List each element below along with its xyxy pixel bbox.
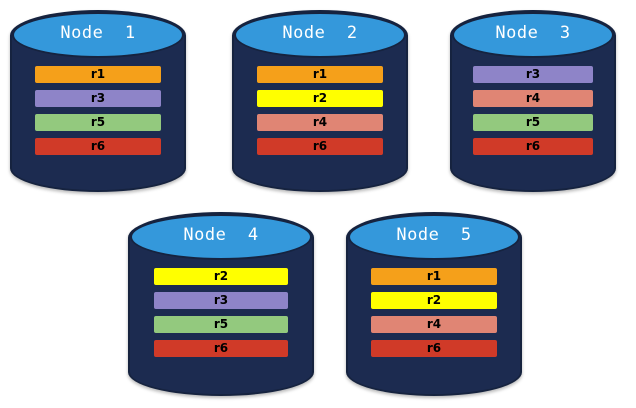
node-title: Node 5 — [396, 225, 472, 245]
replica-bar[interactable]: r5 — [154, 316, 288, 333]
replica-stack: r2 r3 r5 r6 — [128, 268, 314, 357]
node-cylinder-5[interactable]: Node 5 r1 r2 r4 r6 — [346, 212, 522, 396]
replica-bar[interactable]: r2 — [154, 268, 288, 285]
replica-bar[interactable]: r2 — [370, 292, 498, 309]
replica-bar[interactable]: r1 — [34, 66, 162, 83]
replica-stack: r1 r2 r4 r6 — [232, 66, 408, 155]
cylinder-top-ellipse-icon — [348, 214, 520, 260]
replica-bar[interactable]: r6 — [473, 138, 593, 155]
node-cylinder-4[interactable]: Node 4 r2 r3 r5 r6 — [128, 212, 314, 396]
node-title: Node 3 — [495, 23, 571, 43]
replica-bar[interactable]: r4 — [256, 114, 384, 131]
cylinder-top-ellipse-icon — [130, 214, 312, 260]
node-title: Node 4 — [183, 225, 259, 245]
replica-bar[interactable]: r4 — [370, 316, 498, 333]
replica-bar[interactable]: r1 — [370, 268, 498, 285]
cylinder-top-ellipse-icon — [234, 12, 406, 58]
replica-stack: r1 r2 r4 r6 — [346, 268, 522, 357]
replica-bar[interactable]: r3 — [34, 90, 162, 107]
replica-bar[interactable]: r6 — [34, 138, 162, 155]
node-title: Node 2 — [282, 23, 358, 43]
replica-stack: r3 r4 r5 r6 — [450, 66, 616, 155]
replica-bar[interactable]: r6 — [256, 138, 384, 155]
cylinder-top-ellipse-icon — [12, 12, 184, 58]
node-cylinder-2[interactable]: Node 2 r1 r2 r4 r6 — [232, 10, 408, 192]
replica-bar[interactable]: r6 — [370, 340, 498, 357]
node-title: Node 1 — [60, 23, 136, 43]
replica-bar[interactable]: r1 — [256, 66, 384, 83]
replica-bar[interactable]: r5 — [34, 114, 162, 131]
replica-bar[interactable]: r3 — [154, 292, 288, 309]
node-cylinder-1[interactable]: Node 1 r1 r3 r5 r6 — [10, 10, 186, 192]
replica-bar[interactable]: r4 — [473, 90, 593, 107]
replica-bar[interactable]: r3 — [473, 66, 593, 83]
replica-bar[interactable]: r6 — [154, 340, 288, 357]
replica-bar[interactable]: r5 — [473, 114, 593, 131]
node-cylinder-3[interactable]: Node 3 r3 r4 r5 r6 — [450, 10, 616, 192]
replica-stack: r1 r3 r5 r6 — [10, 66, 186, 155]
replica-bar[interactable]: r2 — [256, 90, 384, 107]
cylinder-top-ellipse-icon — [452, 12, 614, 58]
